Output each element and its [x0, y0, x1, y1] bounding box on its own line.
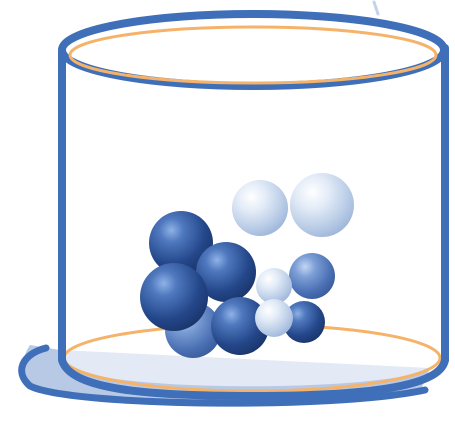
sphere-light: [290, 173, 354, 237]
glass-highlight: [374, 2, 378, 14]
sphere-dark: [140, 263, 208, 331]
sphere-medium: [289, 253, 335, 299]
sphere-light: [256, 268, 292, 304]
sphere-light: [232, 180, 288, 236]
sphere-light: [255, 299, 293, 337]
